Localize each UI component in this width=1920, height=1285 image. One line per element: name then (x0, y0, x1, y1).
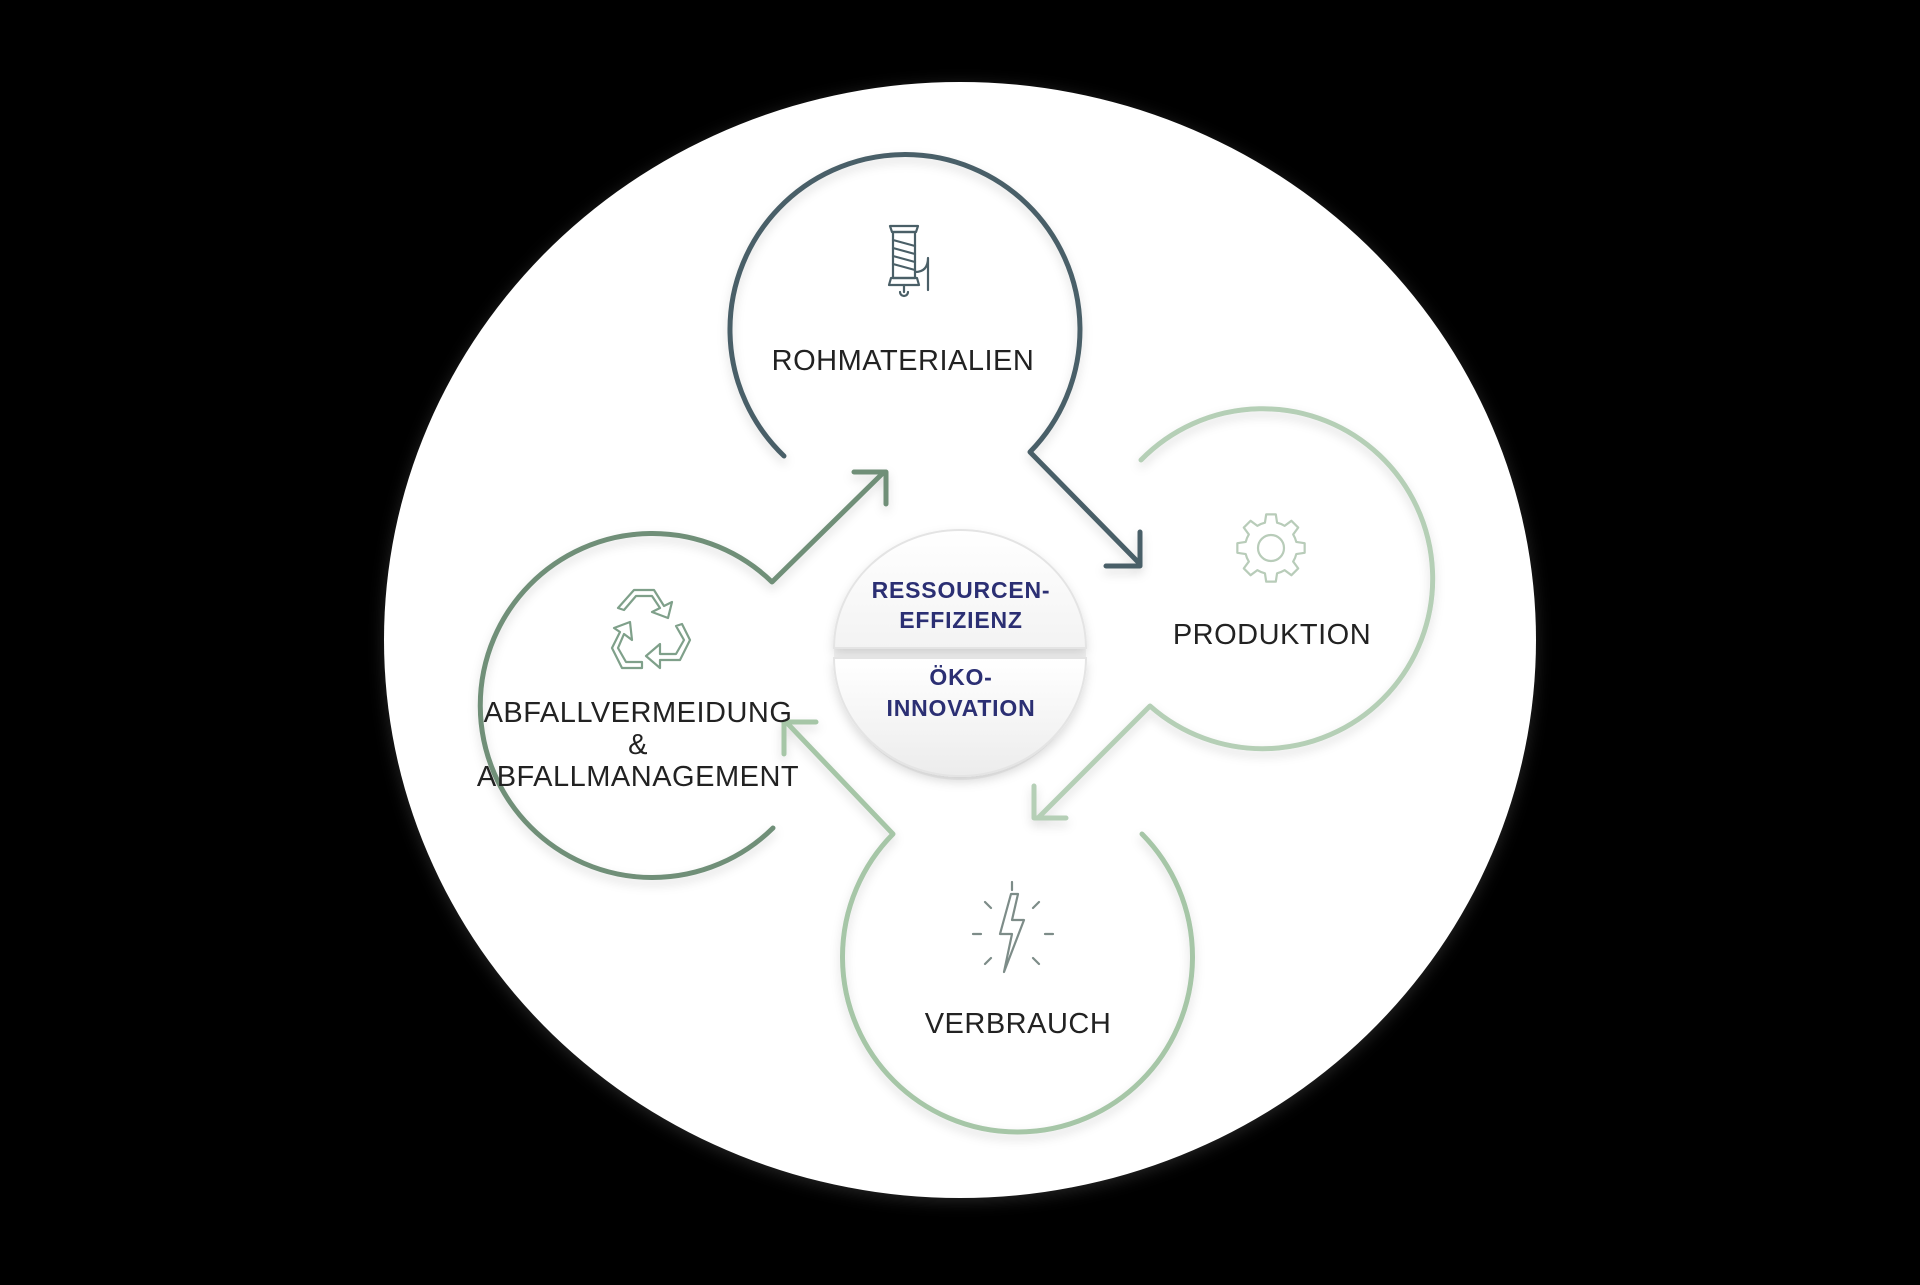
center-pill (832, 529, 1088, 780)
center-label-top-line1: RESSOURCEN- (872, 577, 1051, 603)
stage-label-verbrauch: VERBRAUCH (925, 1008, 1112, 1040)
center-pill-bottom (832, 657, 1088, 777)
rohmaterialien-loop (727, 152, 1143, 569)
stage-label-rohmaterialien: ROHMATERIALIEN (772, 345, 1035, 377)
produktion-loop (1031, 406, 1436, 821)
stage-label-abfall-line1: ABFALLVERMEIDUNG (484, 697, 793, 729)
stage-label-produktion: PRODUKTION (1173, 619, 1371, 651)
stage-label-abfall-line2: & (628, 729, 648, 761)
thread-spool-icon (887, 224, 930, 298)
center-pill-top (832, 529, 1088, 649)
center-label-top-line2: EFFIZIENZ (899, 607, 1022, 633)
verbrauch-loop (781, 719, 1195, 1135)
center-label-bottom-line2: INNOVATION (887, 695, 1036, 721)
stage-label-abfall-line3: ABFALLMANAGEMENT (477, 761, 799, 793)
gear-icon (1236, 513, 1306, 583)
recycle-icon (610, 588, 692, 670)
abfall-loop (477, 469, 889, 880)
lightning-bolt-icon (971, 880, 1055, 974)
center-label-bottom-line1: ÖKO- (929, 664, 992, 690)
